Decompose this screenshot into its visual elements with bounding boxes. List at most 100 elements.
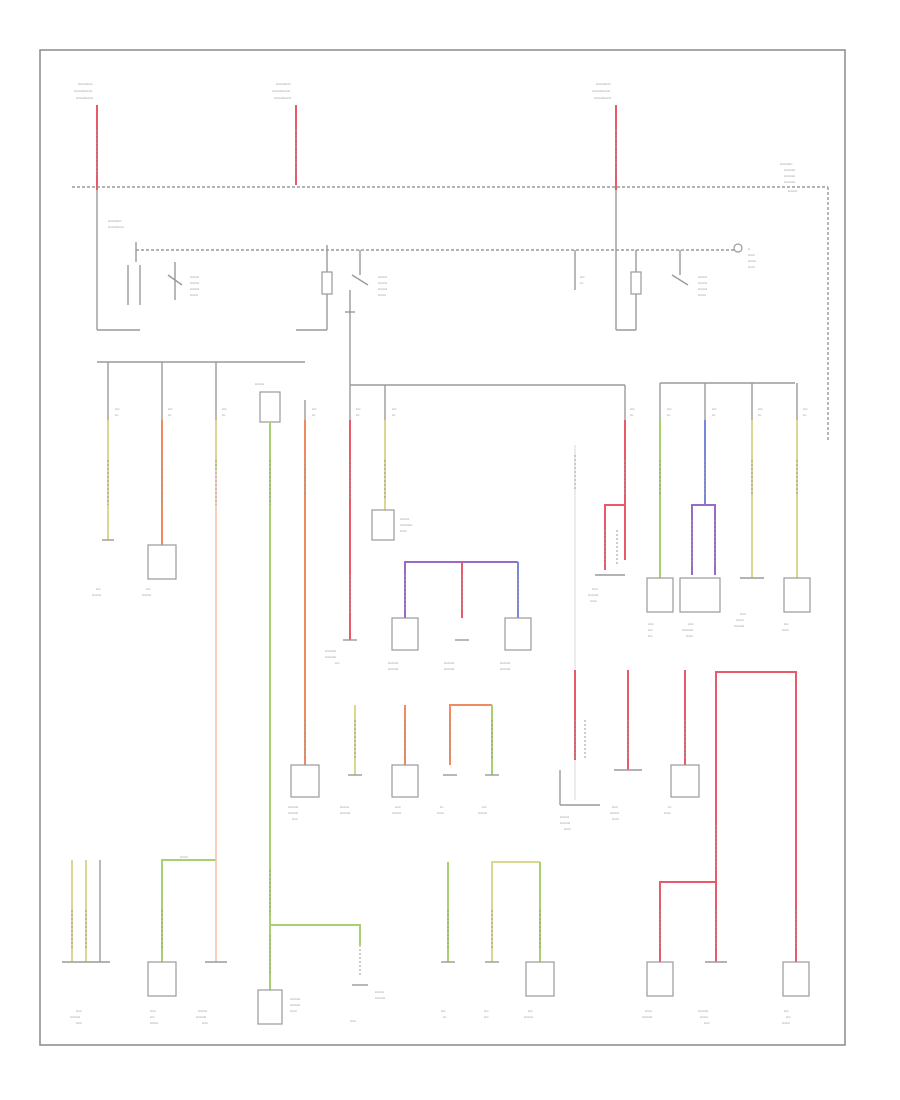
svg-text:▪▪: ▪▪: [748, 247, 750, 251]
svg-text:▪▪▪▪▪▪▪▪▪: ▪▪▪▪▪▪▪▪▪: [375, 996, 385, 1000]
relay-3-sense: ▪▪▪▪ ▪▪▪: [574, 250, 585, 290]
circuit-lower-middle: ▪▪▪▪▪▪▪▪ ▪▪▪▪▪▪▪▪▪ ▪▪▪▪▪ ▪▪▪▪▪▪▪▪ ▪▪▪ ▪▪…: [340, 704, 499, 815]
svg-text:▪▪▪▪▪▪▪▪▪: ▪▪▪▪▪▪▪▪▪: [290, 1003, 300, 1007]
svg-text:▪▪▪▪▪▪▪▪: ▪▪▪▪▪▪▪▪: [610, 811, 619, 815]
svg-text:▪▪▪▪: ▪▪▪▪: [712, 407, 717, 411]
svg-text:▪▪▪▪▪: ▪▪▪▪▪: [395, 805, 401, 809]
svg-text:▪▪▪▪: ▪▪▪▪: [784, 1009, 789, 1013]
svg-text:▪▪▪▪▪▪▪▪▪▪▪▪▪▪▪: ▪▪▪▪▪▪▪▪▪▪▪▪▪▪▪: [76, 96, 93, 100]
svg-text:▪▪▪▪▪▪▪▪▪: ▪▪▪▪▪▪▪▪▪: [444, 667, 454, 671]
diagram-border: [39, 49, 846, 1046]
svg-text:▪▪▪▪: ▪▪▪▪: [630, 407, 635, 411]
svg-text:▪▪▪▪▪▪▪▪▪▪▪▪: ▪▪▪▪▪▪▪▪▪▪▪▪: [108, 219, 122, 223]
svg-text:▪▪▪▪▪▪▪▪▪: ▪▪▪▪▪▪▪▪▪: [560, 821, 570, 825]
svg-text:▪▪▪▪▪▪▪: ▪▪▪▪▪▪▪: [150, 1021, 158, 1025]
svg-text:▪▪▪▪▪▪▪▪: ▪▪▪▪▪▪▪▪: [378, 281, 387, 285]
svg-text:▪▪▪▪▪▪▪▪▪▪: ▪▪▪▪▪▪▪▪▪▪: [784, 174, 795, 178]
svg-text:▪▪▪: ▪▪▪: [443, 1015, 446, 1019]
svg-text:▪▪▪▪▪▪▪▪▪▪▪: ▪▪▪▪▪▪▪▪▪▪▪: [780, 162, 792, 166]
circuit-right-column-2: ▪▪▪▪▪ ▪▪▪▪▪▪▪▪▪▪ ▪▪▪▪▪▪: [679, 420, 721, 638]
svg-text:▪▪▪▪▪: ▪▪▪▪▪: [76, 1009, 82, 1013]
svg-text:▪▪▪▪▪: ▪▪▪▪▪: [76, 1021, 82, 1025]
svg-text:▪▪▪▪▪▪▪▪: ▪▪▪▪▪▪▪▪: [698, 275, 707, 279]
svg-text:▪▪▪▪▪▪▪▪: ▪▪▪▪▪▪▪▪: [255, 382, 264, 386]
circuit-bottom-left: ▪▪▪▪▪ ▪▪▪▪▪▪▪▪▪ ▪▪▪▪▪ ▪▪▪▪▪▪▪ ▪▪▪▪▪ ▪▪▪▪…: [62, 855, 227, 1025]
svg-text:▪▪▪▪▪▪▪▪▪▪▪▪▪: ▪▪▪▪▪▪▪▪▪▪▪▪▪: [78, 82, 93, 86]
svg-text:▪▪▪▪▪▪▪: ▪▪▪▪▪▪▪: [190, 293, 198, 297]
circuit-right-column-1: ▪▪▪▪▪ ▪▪▪▪ ▪▪▪▪: [646, 420, 674, 638]
svg-text:▪▪▪: ▪▪▪: [803, 413, 806, 417]
svg-text:▪▪▪▪: ▪▪▪▪: [784, 622, 789, 626]
svg-text:▪▪▪▪▪▪▪▪▪▪: ▪▪▪▪▪▪▪▪▪▪: [325, 649, 336, 653]
svg-text:▪▪▪▪▪▪▪▪▪: ▪▪▪▪▪▪▪▪▪: [734, 624, 744, 628]
bus-label-right: ▪▪▪▪▪▪▪▪▪▪▪ ▪▪▪▪▪▪▪▪▪▪ ▪▪▪▪▪▪▪▪▪▪ ▪▪▪▪▪▪…: [780, 162, 829, 440]
circuit-385: ▪▪▪▪▪▪▪▪ ▪▪▪▪▪▪▪▪▪▪▪ ▪▪▪▪▪▪: [371, 420, 412, 541]
svg-text:▪▪▪▪▪▪▪▪▪▪: ▪▪▪▪▪▪▪▪▪▪: [784, 168, 795, 172]
svg-text:▪▪▪▪▪▪: ▪▪▪▪▪▪: [564, 827, 571, 831]
svg-text:▪▪▪▪▪▪▪▪: ▪▪▪▪▪▪▪▪: [190, 275, 199, 279]
svg-text:▪▪▪▪▪▪▪: ▪▪▪▪▪▪▪: [378, 293, 386, 297]
svg-text:▪▪▪▪▪▪▪▪▪: ▪▪▪▪▪▪▪▪▪: [388, 661, 398, 665]
svg-text:▪▪▪▪▪▪▪▪▪▪: ▪▪▪▪▪▪▪▪▪▪: [784, 180, 795, 184]
svg-text:▪▪▪▪▪▪▪▪: ▪▪▪▪▪▪▪▪: [92, 593, 101, 597]
svg-text:▪▪▪▪▪▪▪▪: ▪▪▪▪▪▪▪▪: [560, 815, 569, 819]
svg-text:▪▪▪▪: ▪▪▪▪: [786, 1015, 791, 1019]
svg-text:▪▪▪▪▪: ▪▪▪▪▪: [612, 805, 618, 809]
relay-4: ▪▪▪▪▪▪▪▪ ▪▪▪▪▪▪▪▪ ▪▪▪▪▪▪▪▪ ▪▪▪▪▪▪▪ ▪▪ ▪▪…: [616, 243, 756, 331]
svg-text:▪▪▪▪▪▪▪▪: ▪▪▪▪▪▪▪▪: [524, 1015, 533, 1019]
svg-text:▪▪▪▪▪▪▪▪: ▪▪▪▪▪▪▪▪: [375, 990, 384, 994]
svg-text:▪▪▪▪▪▪▪: ▪▪▪▪▪▪▪: [782, 1021, 790, 1025]
svg-text:▪▪▪▪▪▪▪▪▪▪▪▪▪▪▪▪: ▪▪▪▪▪▪▪▪▪▪▪▪▪▪▪▪: [272, 89, 290, 93]
svg-text:▪▪▪▪: ▪▪▪▪: [335, 661, 340, 665]
svg-text:▪▪▪▪: ▪▪▪▪: [803, 407, 808, 411]
svg-text:▪▪▪▪▪: ▪▪▪▪▪: [202, 1021, 208, 1025]
svg-text:▪▪▪▪▪▪▪: ▪▪▪▪▪▪▪: [700, 1015, 708, 1019]
svg-text:▪▪▪▪▪▪: ▪▪▪▪▪▪: [748, 253, 755, 257]
svg-text:▪▪▪: ▪▪▪: [580, 281, 583, 285]
svg-text:▪▪▪▪▪▪▪: ▪▪▪▪▪▪▪: [698, 293, 706, 297]
svg-text:▪▪▪▪: ▪▪▪▪: [150, 1015, 155, 1019]
svg-text:▪▪▪▪: ▪▪▪▪: [96, 587, 101, 591]
left-fuse-bus: ▪▪▪▪▪▪▪ ▪▪▪▪▪▪▪ ▪▪▪▪▪▪▪: [97, 361, 305, 420]
svg-text:▪▪▪▪▪▪: ▪▪▪▪▪▪: [590, 599, 597, 603]
right-fuse-bus: ▪▪▪▪▪▪▪ ▪▪▪▪▪▪▪ ▪▪▪▪▪▪▪ ▪▪▪▪▪▪▪: [659, 382, 808, 420]
svg-text:▪▪▪▪▪▪▪▪▪: ▪▪▪▪▪▪▪▪▪: [196, 1015, 206, 1019]
svg-text:▪▪▪▪: ▪▪▪▪: [392, 407, 397, 411]
svg-text:▪▪▪▪: ▪▪▪▪: [441, 1009, 446, 1013]
circuit-right-modules: ▪▪▪▪▪▪▪▪ ▪▪▪▪▪▪▪▪▪ ▪▪▪▪▪▪ ▪▪▪▪▪ ▪▪▪▪▪▪▪▪…: [559, 420, 700, 831]
top-feeds: ▪▪▪▪▪▪▪▪▪▪▪▪▪ ▪▪▪▪▪▪▪▪▪▪▪▪▪▪▪▪ ▪▪▪▪▪▪▪▪▪…: [72, 82, 829, 440]
svg-text:▪▪▪▪▪▪▪▪▪▪▪▪▪: ▪▪▪▪▪▪▪▪▪▪▪▪▪: [596, 82, 611, 86]
svg-text:▪▪▪▪▪▪▪▪▪: ▪▪▪▪▪▪▪▪▪: [444, 661, 454, 665]
svg-text:▪▪▪▪▪▪▪▪▪: ▪▪▪▪▪▪▪▪▪: [288, 811, 298, 815]
svg-text:▪▪▪▪▪: ▪▪▪▪▪: [648, 622, 654, 626]
svg-text:▪▪▪▪▪▪▪▪▪: ▪▪▪▪▪▪▪▪▪: [500, 661, 510, 665]
svg-text:▪▪▪▪: ▪▪▪▪: [648, 634, 653, 638]
relay-2: ▪▪▪▪▪▪▪▪ ▪▪▪▪▪▪▪▪ ▪▪▪▪▪▪▪▪ ▪▪▪▪▪▪▪: [296, 245, 387, 385]
svg-text:▪▪▪▪▪▪▪▪: ▪▪▪▪▪▪▪▪: [190, 287, 199, 291]
svg-text:▪▪▪▪▪▪▪: ▪▪▪▪▪▪▪: [748, 259, 756, 263]
svg-text:▪▪▪▪▪▪▪▪▪: ▪▪▪▪▪▪▪▪▪: [290, 997, 300, 1001]
svg-text:▪▪▪▪▪▪▪▪▪▪▪▪▪▪▪: ▪▪▪▪▪▪▪▪▪▪▪▪▪▪▪: [274, 96, 291, 100]
fuse-feed-1: ▪▪▪▪▪▪▪▪▪▪▪▪▪ ▪▪▪▪▪▪▪▪▪▪▪▪▪▪▪▪ ▪▪▪▪▪▪▪▪▪…: [74, 82, 98, 330]
fuse-feed-2: ▪▪▪▪▪▪▪▪▪▪▪▪▪ ▪▪▪▪▪▪▪▪▪▪▪▪▪▪▪▪ ▪▪▪▪▪▪▪▪▪…: [272, 82, 297, 185]
circuit-305: ▪▪▪▪▪▪▪ ▪▪▪▪▪▪▪▪▪ ▪▪▪▪▪▪▪▪▪ ▪▪▪▪▪: [288, 400, 320, 821]
svg-text:▪▪▪▪: ▪▪▪▪: [484, 1015, 489, 1019]
svg-text:▪▪▪▪▪▪▪▪: ▪▪▪▪▪▪▪▪: [190, 281, 199, 285]
svg-text:▪▪▪▪▪▪▪▪▪: ▪▪▪▪▪▪▪▪▪: [288, 805, 298, 809]
svg-text:▪▪▪▪▪▪: ▪▪▪▪▪▪: [645, 1009, 652, 1013]
svg-text:▪▪▪▪▪▪: ▪▪▪▪▪▪: [400, 529, 407, 533]
svg-text:▪▪▪▪▪: ▪▪▪▪▪: [150, 1009, 156, 1013]
svg-text:▪▪▪: ▪▪▪: [758, 413, 761, 417]
svg-text:▪▪▪▪: ▪▪▪▪: [312, 407, 317, 411]
svg-text:▪▪▪▪▪: ▪▪▪▪▪: [292, 817, 298, 821]
svg-text:▪▪▪: ▪▪▪: [115, 413, 118, 417]
circuit-right-column-3: ▪▪▪▪▪ ▪▪▪▪▪▪▪ ▪▪▪▪▪▪▪▪▪: [734, 420, 764, 628]
svg-text:▪▪▪▪▪▪▪▪▪▪: ▪▪▪▪▪▪▪▪▪▪: [325, 655, 336, 659]
svg-text:▪▪▪▪▪▪: ▪▪▪▪▪▪: [686, 634, 693, 638]
svg-text:▪▪▪▪▪▪▪▪▪: ▪▪▪▪▪▪▪▪▪: [340, 811, 350, 815]
svg-text:▪▪▪▪▪: ▪▪▪▪▪: [740, 612, 746, 616]
svg-text:▪▪▪: ▪▪▪: [168, 413, 171, 417]
svg-text:▪▪▪▪▪▪▪▪: ▪▪▪▪▪▪▪▪: [378, 275, 387, 279]
svg-text:▪▪▪▪▪▪: ▪▪▪▪▪▪: [748, 265, 755, 269]
